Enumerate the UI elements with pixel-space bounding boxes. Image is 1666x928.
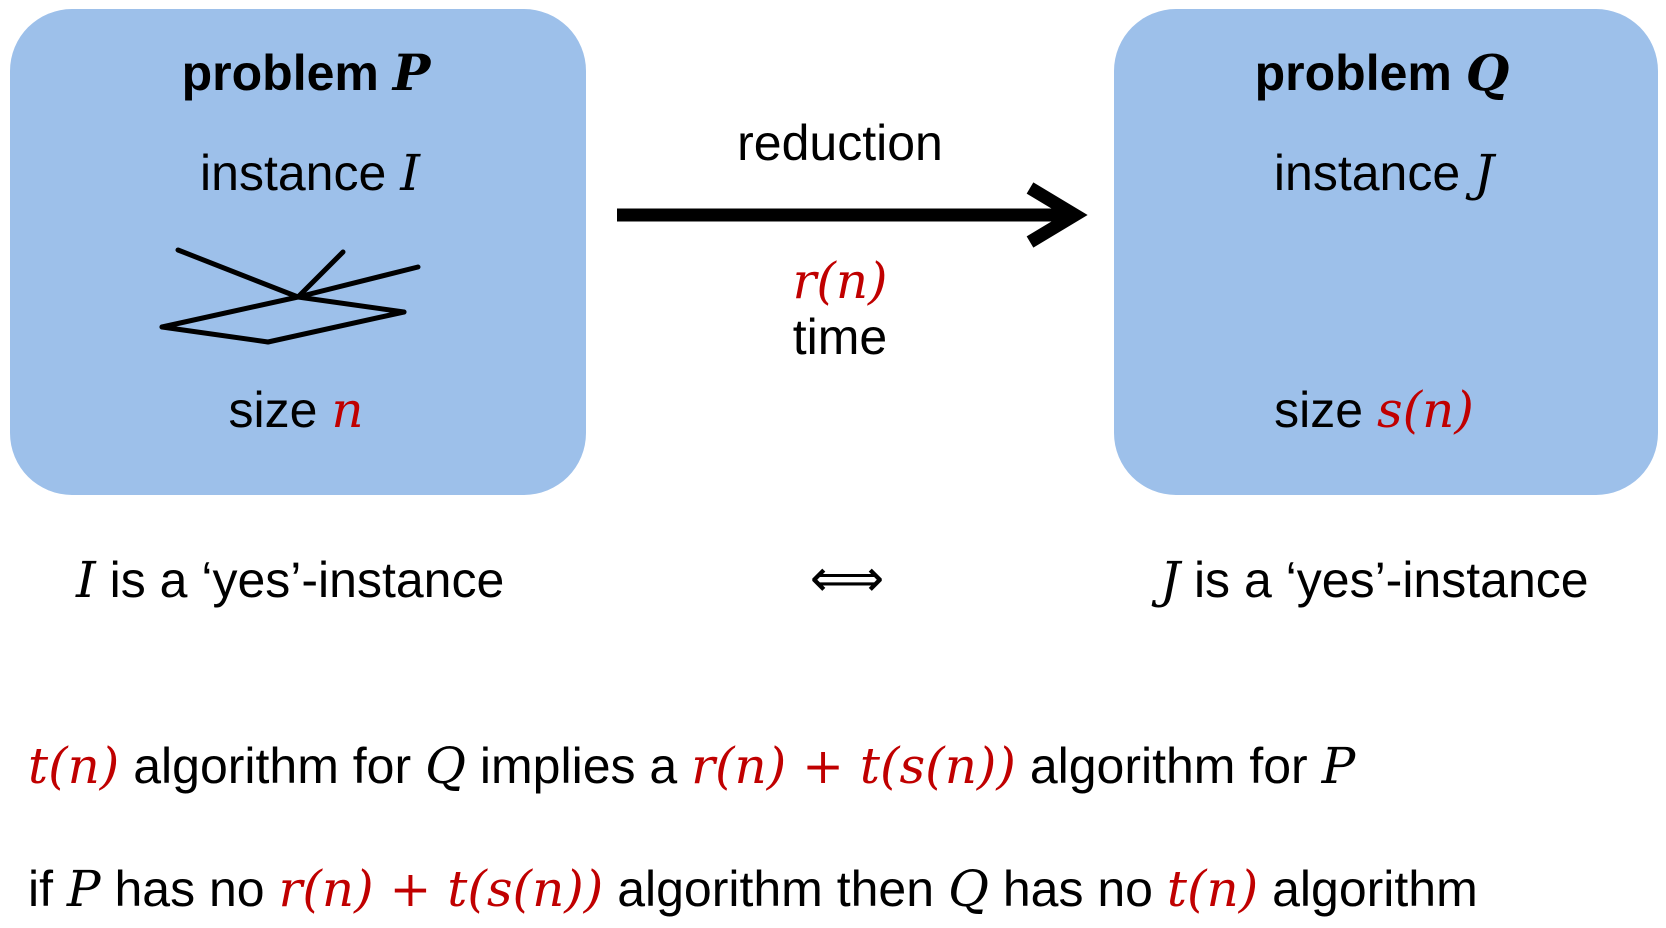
size-sn-label: size s(n) — [1274, 381, 1474, 439]
problem-q-box — [1114, 9, 1658, 495]
instance-i-label: instance I — [200, 144, 420, 202]
reduction-arrow — [617, 182, 1088, 248]
problem-p-box — [10, 9, 586, 495]
contrapositive-statement: if P has no r(n) + t(s(n)) algorithm the… — [28, 860, 1478, 918]
yes-instance-j: J is a ‘yes’-instance — [1160, 551, 1589, 609]
size-n-label: size n — [228, 381, 364, 439]
implication-statement: t(n) algorithm for Q implies a r(n) + t(… — [28, 737, 1356, 795]
reduction-label: reduction — [737, 115, 943, 171]
problem-p-title: problem P — [181, 43, 431, 102]
problem-q-title: problem Q — [1254, 43, 1510, 102]
instance-j-label: instance J — [1273, 144, 1495, 202]
reduction-time-expr: r(n) — [792, 252, 888, 310]
reduction-time-word: time — [792, 309, 888, 365]
yes-instance-i: I is a ‘yes’-instance — [76, 551, 505, 609]
iff-symbol: ⟺ — [809, 549, 885, 609]
